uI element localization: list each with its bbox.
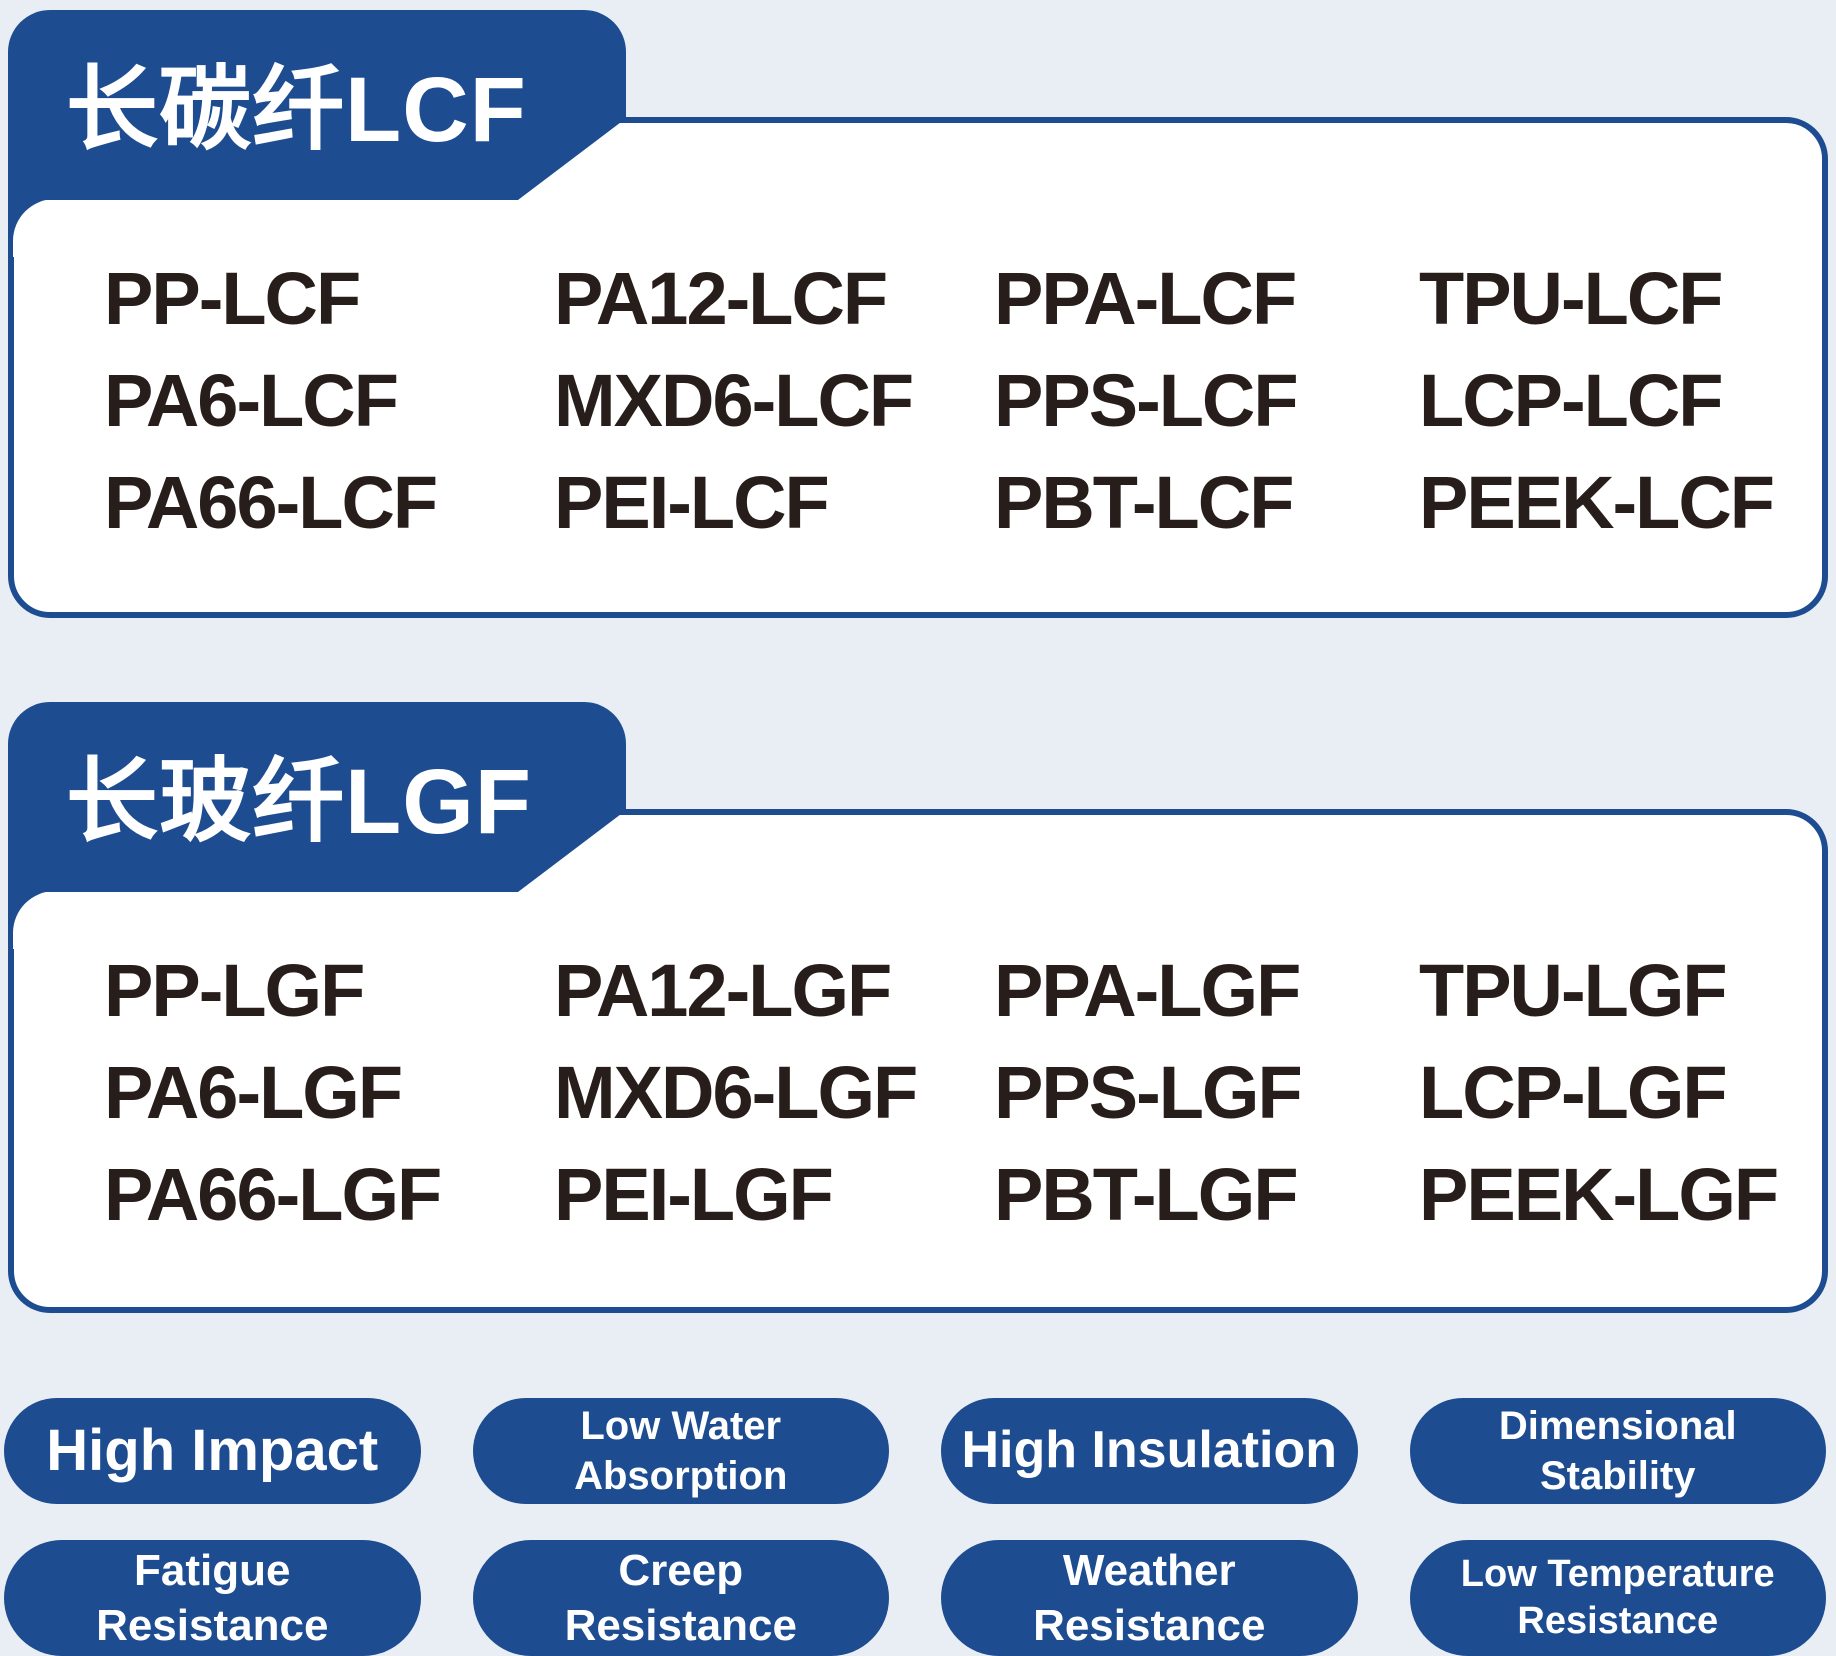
lcf-card: PP-LCF PA12-LCF PPA-LCF TPU-LCF PA6-LCF …	[8, 117, 1828, 618]
material-item: PBT-LGF	[994, 1152, 1299, 1236]
badge-line: Dimensional	[1498, 1404, 1737, 1448]
material-item: PA6-LGF	[104, 1050, 403, 1134]
badge-line: Weather	[1062, 1546, 1236, 1595]
material-item: PPA-LCF	[994, 256, 1297, 340]
tab-inner-corner	[13, 199, 71, 257]
badge-line: Fatigue	[134, 1546, 291, 1595]
material-item: PA6-LCF	[104, 358, 399, 442]
tab-inner-corner	[13, 891, 71, 949]
material-item: PEEK-LCF	[1419, 460, 1775, 544]
material-item: PP-LCF	[104, 256, 361, 340]
lgf-tab: 长玻纤LGF	[8, 702, 626, 892]
material-item: PPS-LCF	[994, 358, 1299, 442]
material-item: PEI-LCF	[554, 460, 830, 544]
material-item: LCP-LGF	[1419, 1050, 1728, 1134]
badge-line: Stability	[1539, 1454, 1696, 1498]
lgf-card: PP-LGF PA12-LGF PPA-LGF TPU-LGF PA6-LGF …	[8, 809, 1828, 1313]
material-item: PPA-LGF	[994, 948, 1301, 1032]
material-item: PA66-LCF	[104, 460, 438, 544]
badge-dimensional-stability: Dimensional Stability	[1409, 1398, 1826, 1504]
lcf-tab: 长碳纤LCF	[8, 10, 626, 200]
section-lgf: PP-LGF PA12-LGF PPA-LGF TPU-LGF PA6-LGF …	[8, 702, 1828, 1313]
badge-line: Low Temperature	[1460, 1552, 1775, 1595]
material-item: PEEK-LGF	[1419, 1152, 1779, 1236]
lgf-materials-grid: PP-LGF PA12-LGF PPA-LGF TPU-LGF PA6-LGF …	[104, 939, 1792, 1245]
material-item: TPU-LCF	[1419, 256, 1724, 340]
badge-high-impact: High Impact	[4, 1398, 421, 1504]
badge-line: Resistance	[1517, 1600, 1719, 1642]
badge-line: Low Water	[580, 1404, 782, 1448]
badge-fatigue-resistance: Fatigue Resistance	[4, 1540, 421, 1656]
material-item: MXD6-LGF	[554, 1050, 918, 1134]
material-item: PBT-LCF	[994, 460, 1294, 544]
material-item: MXD6-LCF	[554, 358, 914, 442]
badge-line: Resistance	[96, 1601, 329, 1650]
badge-high-insulation: High Insulation	[941, 1398, 1358, 1504]
material-item: PA12-LGF	[554, 948, 892, 1032]
material-item: PA12-LCF	[554, 256, 888, 340]
badge-low-water-absorption: Low Water Absorption	[472, 1398, 889, 1504]
lcf-materials-grid: PP-LCF PA12-LCF PPA-LCF TPU-LCF PA6-LCF …	[104, 247, 1792, 553]
lcf-tab-title: 长碳纤LCF	[66, 58, 527, 161]
property-badges: High Impact Low Water Absorption High In…	[4, 1398, 1826, 1656]
material-item: PPS-LGF	[994, 1050, 1303, 1134]
lgf-tab-title: 长玻纤LGF	[66, 750, 532, 853]
material-item: PA66-LGF	[104, 1152, 442, 1236]
badge-line: Resistance	[1033, 1601, 1266, 1650]
material-item: LCP-LCF	[1419, 358, 1724, 442]
badge-creep-resistance: Creep Resistance	[472, 1540, 889, 1656]
section-lcf: PP-LCF PA12-LCF PPA-LCF TPU-LCF PA6-LCF …	[8, 10, 1828, 618]
badge-line: Absorption	[574, 1454, 788, 1498]
badge-weather-resistance: Weather Resistance	[941, 1540, 1358, 1656]
badge-line: High Insulation	[961, 1421, 1338, 1480]
material-item: PP-LGF	[104, 948, 365, 1032]
badge-line: Resistance	[564, 1601, 797, 1650]
badge-line: Creep	[618, 1546, 744, 1595]
badge-line: High Impact	[46, 1418, 379, 1484]
material-item: PEI-LGF	[554, 1152, 834, 1236]
badge-low-temperature-resistance: Low Temperature Resistance	[1409, 1540, 1826, 1656]
material-item: TPU-LGF	[1419, 948, 1728, 1032]
